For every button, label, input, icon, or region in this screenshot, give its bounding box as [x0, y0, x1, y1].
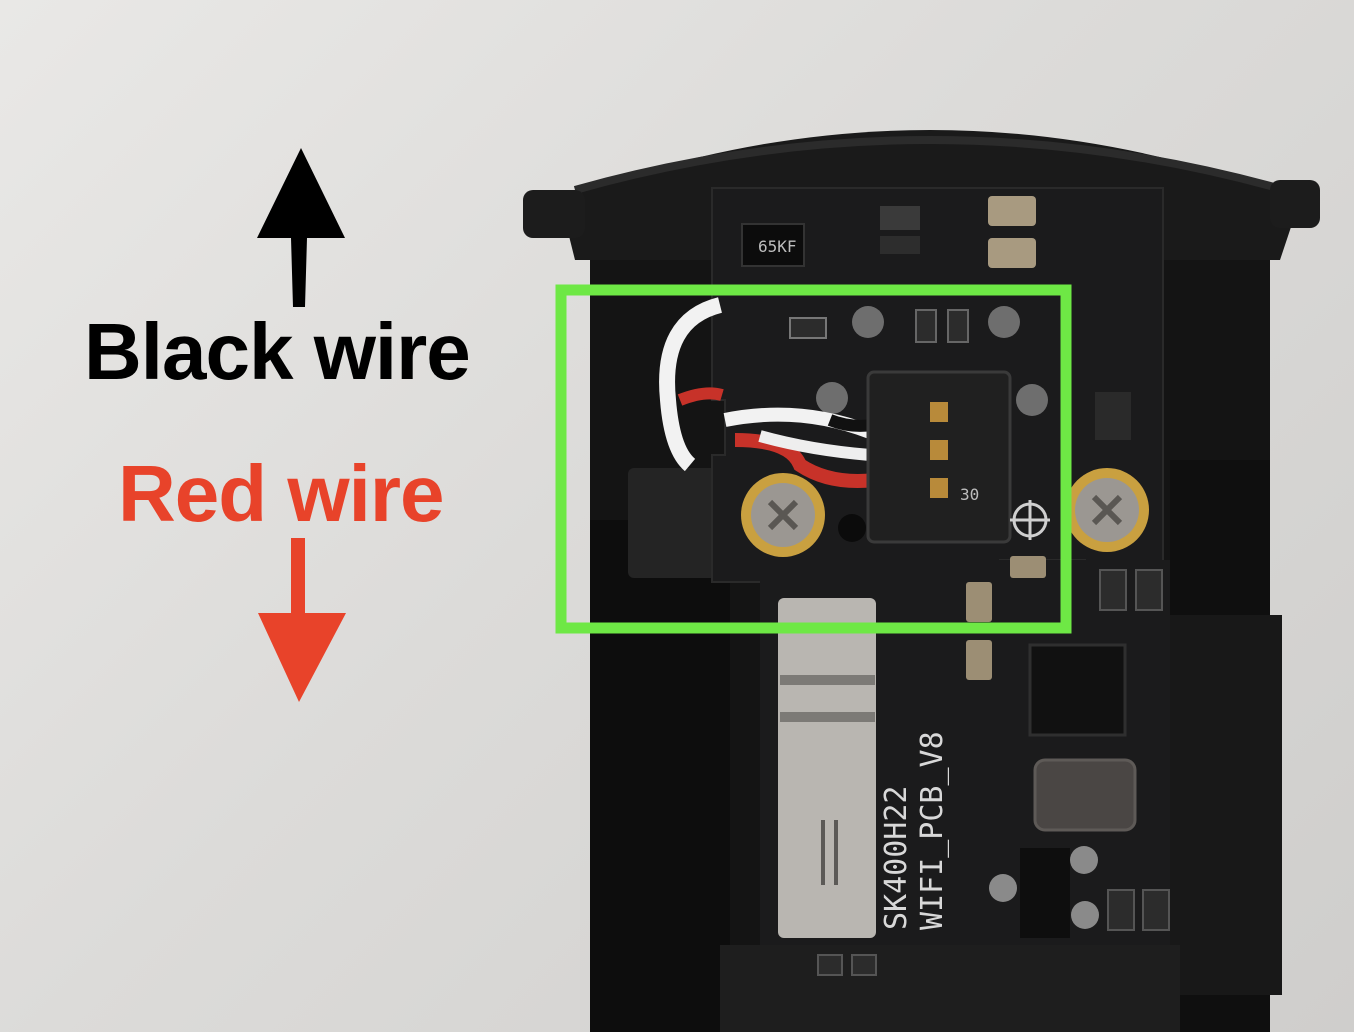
- black-wire-label: Black wire: [84, 307, 471, 396]
- regulator: [1020, 848, 1070, 938]
- connector-pin-label: 30: [960, 485, 979, 504]
- wire-connector: 30: [866, 370, 1012, 544]
- ic-chip: [741, 223, 805, 267]
- arrow-up-icon: [257, 148, 345, 307]
- screw-right: [1065, 468, 1149, 552]
- qfn-chip: [1028, 643, 1127, 737]
- silkscreen-pcb-version: WIFI_PCB_V8: [915, 731, 950, 930]
- screw-left: [741, 473, 825, 557]
- wires: [659, 297, 876, 488]
- chip-marking: 65KF: [758, 237, 797, 256]
- red-wire-label: Red wire: [118, 449, 444, 538]
- arrow-down-icon: [258, 538, 346, 702]
- highlight-box: [555, 284, 1072, 634]
- inductor: [1033, 758, 1137, 832]
- silkscreen-model: SK400H22: [879, 786, 914, 931]
- pcb-board: 65KF: [659, 187, 1180, 1032]
- antenna: [778, 598, 876, 938]
